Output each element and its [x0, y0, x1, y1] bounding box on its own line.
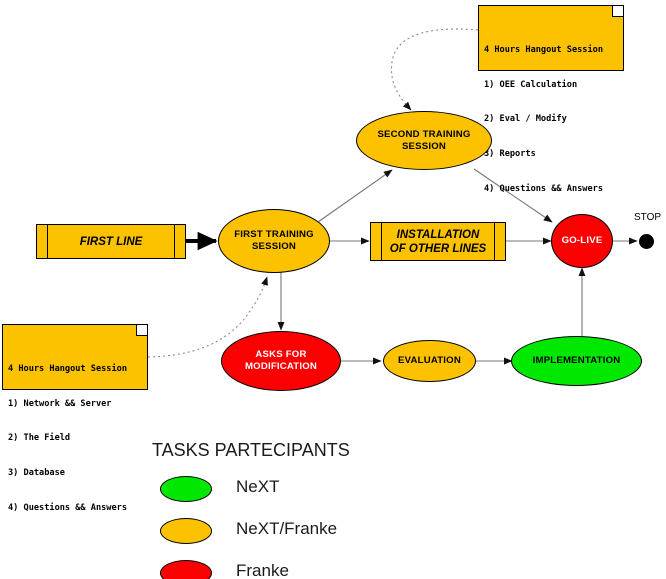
process-side-bar-right: [494, 223, 495, 260]
node-first-training-session[interactable]: FIRST TRAINING SESSION: [218, 209, 330, 273]
edge-note-second-training-link: [390, 28, 479, 111]
legend-item-label: Franke: [236, 561, 289, 579]
node-implementation-label: IMPLEMENTATION: [532, 355, 621, 366]
process-installation-other-lines-label: INSTALLATION OF OTHER LINES: [389, 228, 487, 255]
node-second-training-session-label: SECOND TRAINING SESSION: [377, 128, 471, 152]
note-line: 2) The Field: [8, 433, 71, 444]
process-first-line-label: FIRST LINE: [79, 235, 143, 248]
process-side-bar-left: [47, 225, 48, 258]
node-implementation[interactable]: IMPLEMENTATION: [511, 336, 642, 386]
node-asks-for-modification-label: ASKS FOR MODIFICATION: [244, 349, 318, 372]
process-first-line[interactable]: FIRST LINE: [36, 224, 186, 259]
note-fold-corner-icon: [612, 6, 623, 17]
note-second-training-agenda: 4 Hours Hangout Session 1) OEE Calculati…: [478, 5, 624, 194]
edge-second-training-to-go-live: [473, 168, 553, 223]
note-line: 3) Reports: [484, 149, 536, 160]
node-asks-for-modification[interactable]: ASKS FOR MODIFICATION: [221, 331, 341, 391]
note-line: 1) Network && Server: [8, 398, 112, 409]
stop-terminator-icon: [639, 234, 654, 249]
legend-item-label: NeXT: [236, 477, 280, 496]
note-line: 4) Questions && Answers: [8, 502, 127, 513]
note-line: 3) Database: [8, 468, 65, 479]
legend-swatch-red: [160, 560, 212, 579]
node-evaluation-label: EVALUATION: [398, 355, 461, 366]
process-side-bar-left: [381, 223, 382, 260]
note-line: 4 Hours Hangout Session: [8, 363, 127, 374]
node-go-live-label: GO-LIVE: [561, 235, 603, 246]
edge-note-first-training-link: [147, 276, 268, 358]
node-first-training-session-label: FIRST TRAINING SESSION: [234, 229, 314, 252]
note-line: 2) Eval / Modify: [484, 114, 567, 125]
note-line: 1) OEE Calculation: [484, 79, 578, 90]
node-second-training-session[interactable]: SECOND TRAINING SESSION: [356, 111, 492, 170]
stop-label: STOP: [634, 212, 662, 223]
note-line: 4) Questions && Answers: [484, 183, 603, 194]
legend-swatch-gold: [160, 518, 212, 544]
node-go-live[interactable]: GO-LIVE: [551, 214, 613, 268]
note-fold-corner-icon: [136, 325, 147, 336]
legend-title: TASKS PARTECIPANTS: [152, 440, 350, 460]
edge-first-training-to-second-training: [317, 169, 393, 223]
legend: TASKS PARTECIPANTS NeXT NeXT/Franke Fran…: [152, 440, 452, 579]
process-installation-other-lines[interactable]: INSTALLATION OF OTHER LINES: [370, 222, 506, 261]
legend-item-label: NeXT/Franke: [236, 519, 338, 538]
note-first-training-agenda: 4 Hours Hangout Session 1) Network && Se…: [2, 324, 148, 513]
process-side-bar-right: [174, 225, 175, 258]
node-evaluation[interactable]: EVALUATION: [383, 340, 476, 382]
note-line: 4 Hours Hangout Session: [484, 44, 603, 55]
legend-swatch-green: [160, 476, 212, 502]
